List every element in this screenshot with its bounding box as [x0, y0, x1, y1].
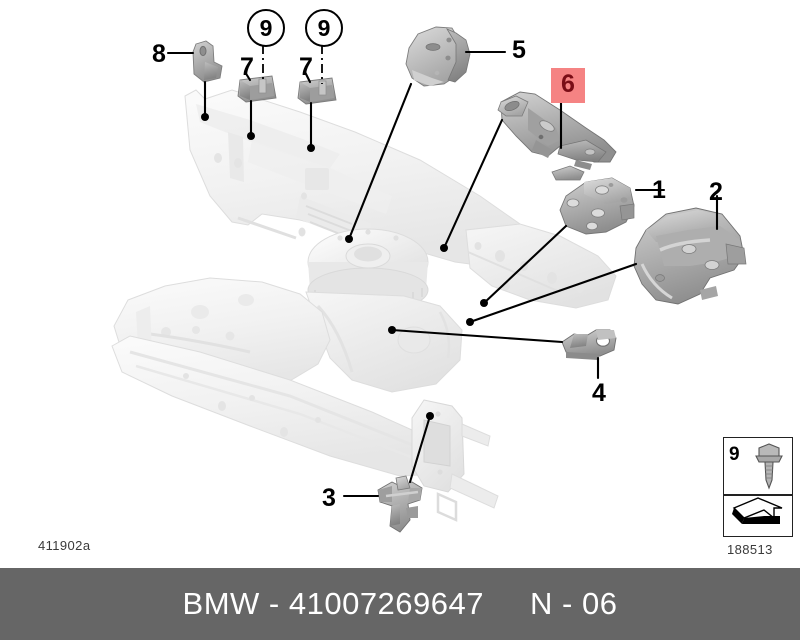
strut-tower	[307, 228, 429, 313]
bottom-banner: BMW - 41007269647 N - 06	[0, 568, 800, 640]
callout-2[interactable]: 2	[709, 178, 723, 206]
part-7-clip-right[interactable]	[297, 77, 337, 105]
callout-5[interactable]: 5	[512, 36, 526, 64]
part-6-hinge-bracket[interactable]	[497, 91, 617, 181]
legend-fastener-number: 9	[729, 444, 740, 465]
section-code: N - 06	[530, 586, 618, 621]
ghosted-body-structure	[111, 89, 617, 522]
leader-7-right	[303, 70, 312, 84]
callout-6-highlighted[interactable]: 6	[551, 68, 585, 103]
callout-8[interactable]: 8	[152, 40, 166, 68]
part-7-clip-left[interactable]	[237, 75, 277, 103]
circled-callout-9-right[interactable]: 9	[305, 9, 343, 47]
part-8-bracket[interactable]	[192, 40, 223, 83]
leader-lines	[166, 50, 719, 498]
part-1-mounting-plate[interactable]	[559, 177, 635, 235]
part-4-hook-clip[interactable]	[561, 329, 617, 360]
part-5-bracket[interactable]	[405, 26, 471, 87]
callout-3[interactable]: 3	[322, 484, 336, 512]
drawing-number: 411902a	[38, 538, 91, 553]
leader-dots	[201, 113, 488, 420]
leader-7-left	[243, 70, 252, 82]
circled-callout-9-left[interactable]: 9	[247, 9, 285, 47]
fastener-centerlines	[262, 45, 323, 84]
callout-7-right[interactable]: 7	[299, 53, 313, 81]
right-upper-rail	[465, 223, 617, 309]
legend-icons	[732, 443, 783, 524]
hex-flange-bolt-icon	[755, 443, 783, 490]
brand-part-number: BMW - 41007269647	[182, 586, 485, 621]
part-3-clip[interactable]	[377, 475, 423, 533]
callout-1[interactable]: 1	[652, 176, 666, 204]
part-2-formed-bracket[interactable]	[633, 207, 747, 305]
view-direction-arrow-icon	[732, 497, 783, 524]
legend-number: 188513	[727, 542, 773, 557]
legend-divider	[724, 494, 792, 496]
callout-4[interactable]: 4	[592, 379, 606, 407]
legend-box: 9	[723, 437, 793, 537]
callout-7-left[interactable]: 7	[240, 53, 254, 81]
wheel-arch	[305, 291, 463, 393]
